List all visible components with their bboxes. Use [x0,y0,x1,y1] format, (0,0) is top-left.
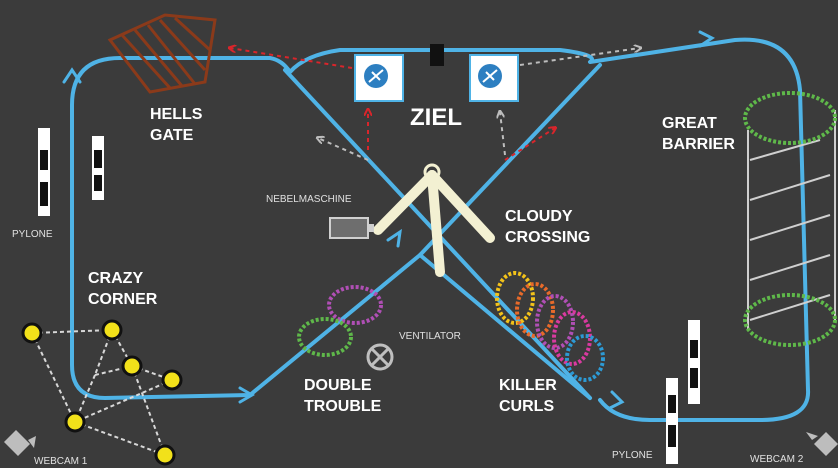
finish-line-marker [430,44,444,66]
fan-icon [366,343,394,371]
pylon-right-2 [666,378,678,464]
webcam-2-label: WEBCAM 2 [750,454,804,465]
webcam-1-icon [4,430,36,456]
gate-right [469,54,519,102]
pylon-right-label: PYLONE [612,450,653,461]
fan-label: VENTILATOR [399,331,461,342]
crazy-corner-nodes [21,319,183,466]
pylon-left-2 [92,136,104,200]
fog-machine-icon [329,217,374,239]
fog-machine-label: NEBELMASCHINE [266,194,352,205]
great-barrier-obstacle [743,91,837,347]
double-trouble-rings [297,285,383,357]
crazy-corner-links [31,329,173,456]
pylon-left-1 [38,128,50,216]
pylon-left-label: PYLONE [12,229,53,240]
cloudy-crossing-tripod [373,170,495,277]
gate-left [354,54,404,102]
direction-arrows [62,30,715,410]
finish-label: ZIEL [410,104,462,131]
killer-curls-rings [495,271,605,382]
webcam-2-icon [806,432,838,456]
pylon-right-1 [688,320,700,404]
webcam-1-label: WEBCAM 1 [34,456,88,467]
gate-arrows [230,48,640,161]
hells-gate-obstacle [107,13,217,94]
cloudy-crossing-top [423,163,441,181]
